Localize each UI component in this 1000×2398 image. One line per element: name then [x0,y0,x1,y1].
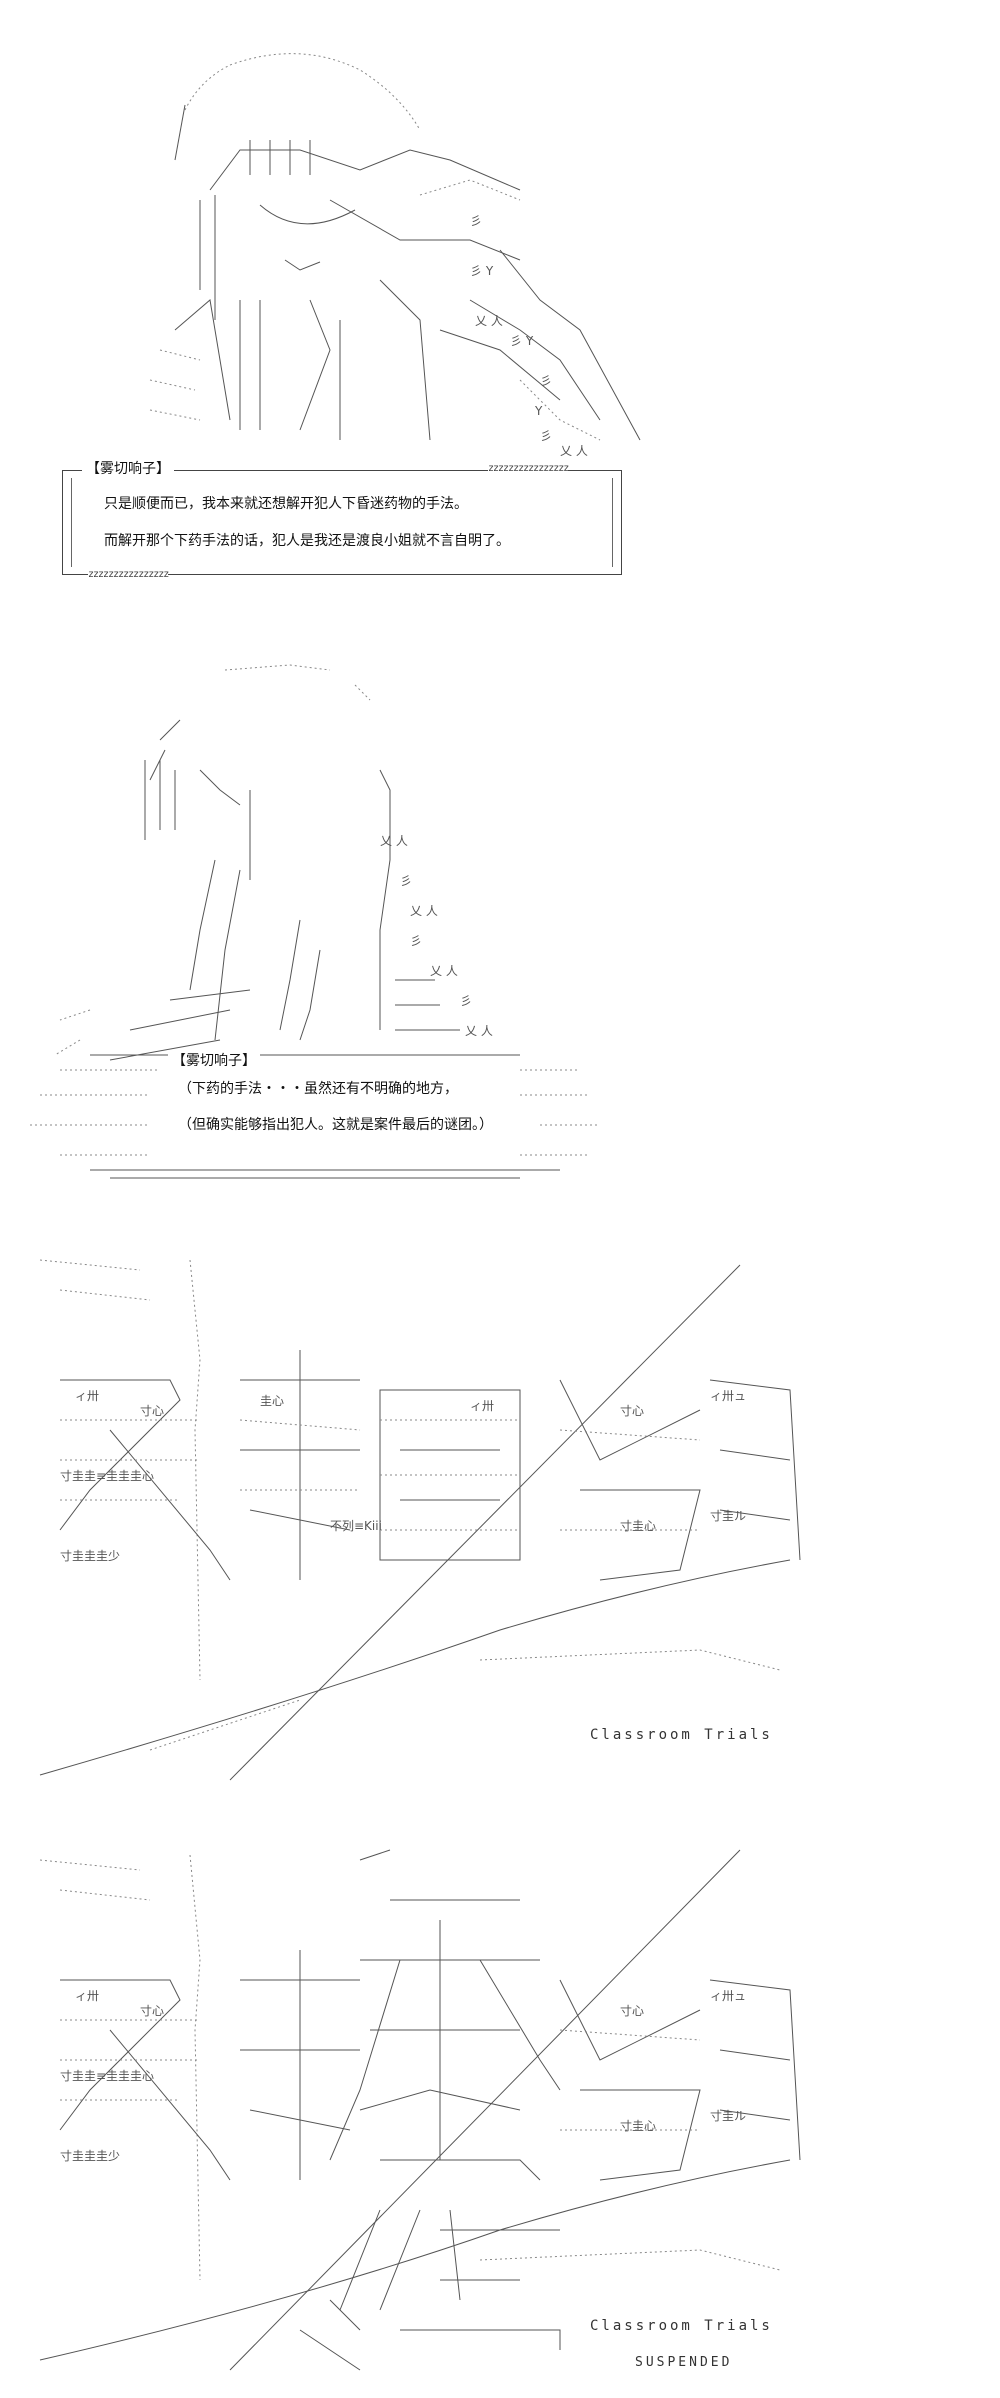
svg-text:寸心: 寸心 [140,2004,164,2018]
svg-text:彡 Y: 彡 Y [510,334,534,348]
panel-4: ィ卅 寸心 寸心 ィ卅ュ 寸圭圭≡圭圭圭心 寸圭圭圭少 寸圭心 寸圭ル Clas… [0,1830,1000,2398]
speaker-name-1: 【雾切响子】 [82,458,174,478]
title-ascii-art-1: ィ卅 寸心 圭心 ィ卅 寸心 ィ卅ュ 寸圭圭≡圭圭圭心 寸圭圭圭少 不列≡Kii… [39,1259,801,1781]
box-bottom-filler-1: zzzzzzzzzzzzzzzz [88,569,169,580]
speaker-name-2: 【雾切响子】 [168,1050,260,1070]
svg-text:彡: 彡 [540,429,552,443]
svg-text:乂 人: 乂 人 [475,314,503,328]
dialogue-line-2-1: （下药的手法・・・虽然还有不明确的地方， [178,1081,458,1097]
svg-text:彡: 彡 [470,214,482,228]
svg-text:乂 人: 乂 人 [465,1024,493,1038]
svg-text:乂 人: 乂 人 [410,904,438,918]
svg-text:ィ卅: ィ卅 [75,1989,99,2003]
dialogue-line-1-2: 而解开那个下药手法的话，犯人是我还是渡良小姐就不言自明了。 [104,533,510,549]
svg-text:寸心: 寸心 [620,1404,644,1418]
status-suspended: SUSPENDED [635,2355,733,2370]
svg-text:彡: 彡 [540,374,552,388]
svg-text:ィ卅: ィ卅 [75,1389,99,1403]
svg-text:乂 人: 乂 人 [380,834,408,848]
svg-text:寸圭圭≡圭圭圭心: 寸圭圭≡圭圭圭心 [60,1469,154,1483]
svg-text:ィ卅: ィ卅 [470,1399,494,1413]
svg-text:寸圭圭≡圭圭圭心: 寸圭圭≡圭圭圭心 [60,2069,154,2083]
svg-text:ィ卅ュ: ィ卅ュ [710,1389,746,1403]
panel-1: 彡 彡 Y 乂 人 彡 Y 彡 Y 彡 乂 人 【雾切响子】 zzzzzzzzz… [0,0,1000,600]
svg-text:乂 人: 乂 人 [430,964,458,978]
svg-text:寸圭ル: 寸圭ル [710,1509,746,1523]
caption-classroom-trials-2: Classroom Trials [590,2318,773,2334]
character-ascii-art-1: 彡 彡 Y 乂 人 彡 Y 彡 Y 彡 乂 人 [149,53,641,458]
svg-text:寸圭ル: 寸圭ル [710,2109,746,2123]
svg-text:彡: 彡 [400,874,412,888]
svg-text:ィ卅ュ: ィ卅ュ [710,1989,746,2003]
character-ascii-art-2: 乂 人 彡 乂 人 彡 乂 人 彡 乂 人 [30,664,600,1179]
panel-3: ィ卅 寸心 圭心 ィ卅 寸心 ィ卅ュ 寸圭圭≡圭圭圭心 寸圭圭圭少 不列≡Kii… [0,1230,1000,1800]
svg-text:寸心: 寸心 [620,2004,644,2018]
title-ascii-art-2: ィ卅 寸心 寸心 ィ卅ュ 寸圭圭≡圭圭圭心 寸圭圭圭少 寸圭心 寸圭ル [39,1849,801,2371]
panel-2: 乂 人 彡 乂 人 彡 乂 人 彡 乂 人 【雾切响子】 （下药的手法・・・虽然… [0,630,1000,1190]
svg-text:寸圭圭圭少: 寸圭圭圭少 [60,2149,120,2163]
svg-text:Y: Y [534,404,543,418]
svg-text:寸圭圭圭少: 寸圭圭圭少 [60,1549,120,1563]
caption-classroom-trials-1: Classroom Trials [590,1727,773,1743]
svg-text:寸心: 寸心 [140,1404,164,1418]
box-top-filler-1: zzzzzzzzzzzzzzzz [488,463,569,474]
svg-text:寸圭心: 寸圭心 [620,1519,656,1533]
dialogue-box-1 [62,470,622,575]
dialogue-line-2-2: （但确实能够指出犯人。这就是案件最后的谜团。） [178,1117,493,1133]
svg-text:彡: 彡 [460,994,472,1008]
svg-text:彡 Y: 彡 Y [470,264,494,278]
svg-text:彡: 彡 [410,934,422,948]
svg-text:不列≡Kiii: 不列≡Kiii [330,1519,382,1533]
svg-text:寸圭心: 寸圭心 [620,2119,656,2133]
svg-text:乂 人: 乂 人 [560,444,588,458]
dialogue-line-1-1: 只是顺便而已，我本来就还想解开犯人下昏迷药物的手法。 [104,496,468,512]
svg-text:圭心: 圭心 [260,1394,284,1408]
